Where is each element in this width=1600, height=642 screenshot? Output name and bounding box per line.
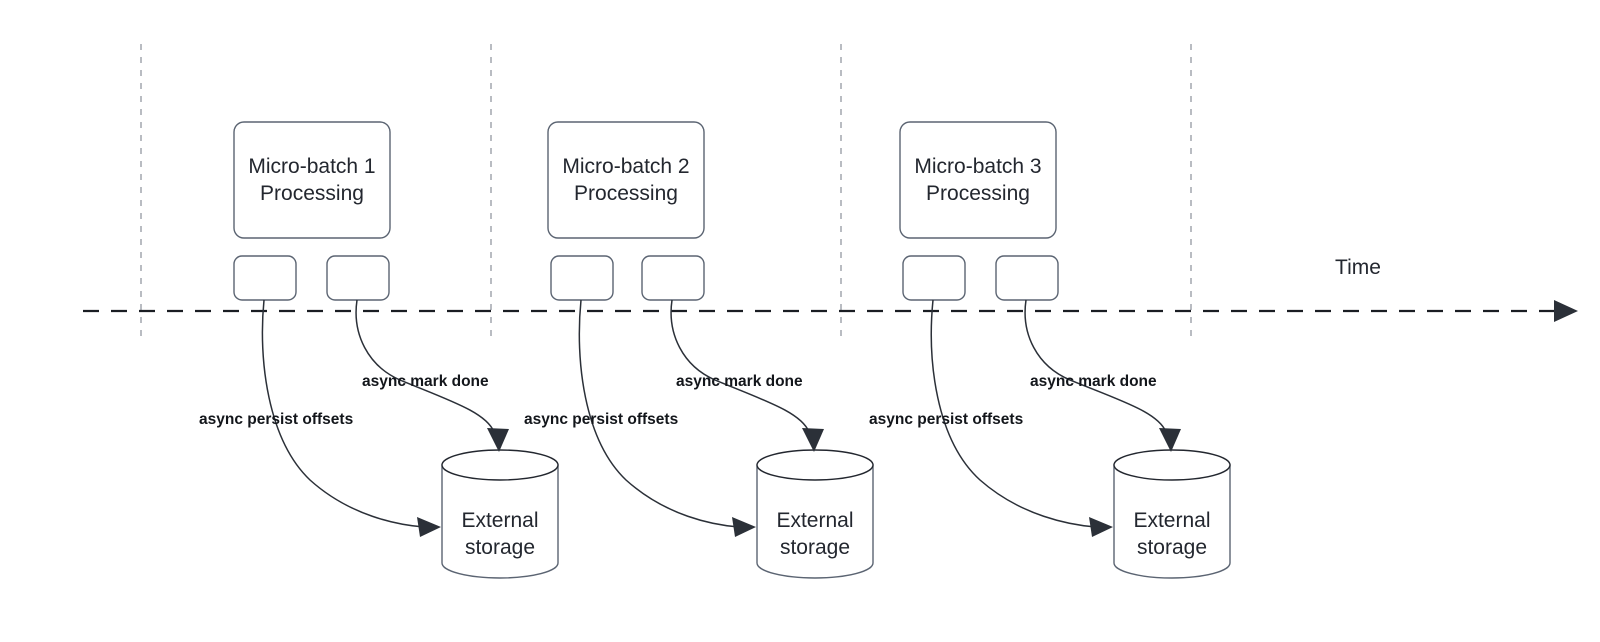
external-storage-3-label-line2: storage bbox=[1137, 536, 1207, 559]
edge-1-markdone-arrow-icon bbox=[487, 428, 509, 452]
edge-1-persist-curve bbox=[261, 299, 425, 528]
edge-3-markdone-label: async mark done bbox=[1030, 373, 1157, 390]
external-storage-3-top bbox=[1113, 449, 1231, 481]
micro-batch-3-label-line1: Micro-batch 3 bbox=[914, 155, 1041, 178]
edge-2-markdone-label: async mark done bbox=[676, 373, 803, 390]
micro-batch-2-label-line2: Processing bbox=[574, 182, 678, 205]
group-2: Micro-batch 2 Processing External storag… bbox=[524, 121, 874, 579]
task-box-3b[interactable] bbox=[995, 255, 1059, 301]
tick-guides bbox=[140, 44, 1192, 340]
external-storage-1-body bbox=[441, 464, 559, 579]
external-storage-2-body bbox=[756, 464, 874, 579]
micro-batch-2-box[interactable] bbox=[547, 121, 705, 239]
external-storage-2-label-line2: storage bbox=[780, 536, 850, 559]
task-box-2a[interactable] bbox=[550, 255, 614, 301]
time-axis: Time bbox=[83, 256, 1578, 322]
edge-3-persist-curve bbox=[930, 299, 1097, 528]
task-box-3a[interactable] bbox=[902, 255, 966, 301]
external-storage-1-label-line2: storage bbox=[465, 536, 535, 559]
external-storage-3-body bbox=[1113, 464, 1231, 579]
edge-3-persist-label: async persist offsets bbox=[869, 411, 1023, 428]
micro-batch-3-box[interactable] bbox=[899, 121, 1057, 239]
external-storage-3[interactable]: External storage bbox=[1113, 449, 1231, 579]
edge-2-persist-curve bbox=[578, 299, 740, 528]
edge-3-markdone-arrow-icon bbox=[1159, 428, 1181, 452]
edge-1-markdone-label: async mark done bbox=[362, 373, 489, 390]
external-storage-2-label-line1: External bbox=[776, 509, 853, 532]
task-box-1b[interactable] bbox=[326, 255, 390, 301]
micro-batch-2-label-line1: Micro-batch 2 bbox=[562, 155, 689, 178]
edge-2-markdone-curve bbox=[670, 299, 810, 433]
edge-2-persist-label: async persist offsets bbox=[524, 411, 678, 428]
edge-2-persist-arrow-icon bbox=[732, 517, 756, 537]
micro-batch-1-box[interactable] bbox=[233, 121, 391, 239]
group-1: Micro-batch 1 Processing External storag… bbox=[199, 121, 559, 579]
time-axis-arrow-icon bbox=[1554, 300, 1578, 322]
external-storage-1[interactable]: External storage bbox=[441, 449, 559, 579]
external-storage-3-label-line1: External bbox=[1133, 509, 1210, 532]
edge-1-persist-label: async persist offsets bbox=[199, 411, 353, 428]
edge-3-persist-arrow-icon bbox=[1089, 517, 1113, 537]
edge-1-markdone-curve bbox=[355, 299, 495, 433]
task-box-1a[interactable] bbox=[233, 255, 297, 301]
micro-batch-1-label-line2: Processing bbox=[260, 182, 364, 205]
external-storage-1-top bbox=[441, 449, 559, 481]
external-storage-2-top bbox=[756, 449, 874, 481]
edge-2-markdone-arrow-icon bbox=[802, 428, 824, 452]
external-storage-1-label-line1: External bbox=[461, 509, 538, 532]
time-axis-label: Time bbox=[1335, 256, 1381, 279]
edge-1-persist-arrow-icon bbox=[417, 517, 441, 537]
group-3: Micro-batch 3 Processing External storag… bbox=[869, 121, 1231, 579]
external-storage-2[interactable]: External storage bbox=[756, 449, 874, 579]
task-box-2b[interactable] bbox=[641, 255, 705, 301]
edge-3-markdone-curve bbox=[1024, 299, 1167, 433]
micro-batch-3-label-line2: Processing bbox=[926, 182, 1030, 205]
micro-batch-1-label-line1: Micro-batch 1 bbox=[248, 155, 375, 178]
